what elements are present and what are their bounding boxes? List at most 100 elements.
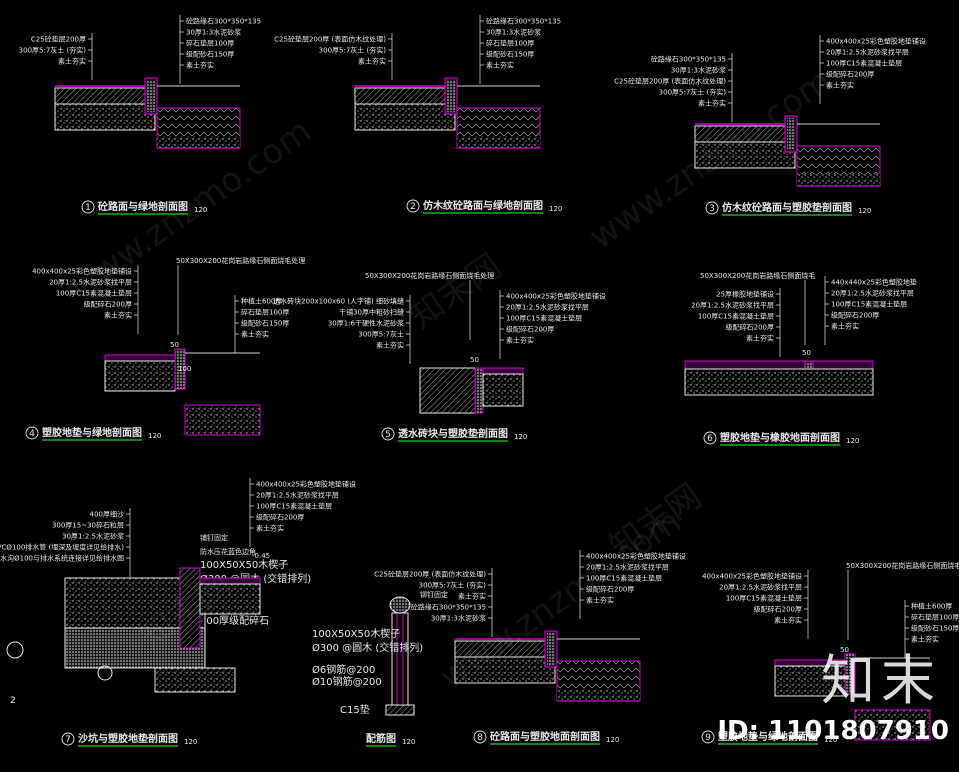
detail-number-circle [701, 730, 715, 744]
layer-label: 25厚橡胶地垫铺设 [716, 290, 774, 299]
layer-label: 素土夯实 [911, 635, 939, 644]
detail-scale: 120 [606, 736, 619, 744]
layer-label: 级配砂石150厚 [241, 319, 289, 328]
layer-label: 440x440x25彩色塑胶地垫 [831, 278, 917, 287]
layer-label: 300厚15~30碎石粒层 [52, 521, 124, 530]
layer-label: 400x400x25彩色塑胶地垫铺设 [256, 480, 356, 489]
top-label: 50X300X200花岗岩路缘石侧面烧毛处理 [365, 271, 494, 280]
post-label: 100X50X50木楔子 [312, 628, 400, 640]
layer-label: 级配碎石200厚 [726, 323, 774, 332]
layer-label: 100厚C15素混凝土垫层 [698, 312, 774, 321]
layer-label: 100厚C15素混凝土垫层 [726, 594, 802, 603]
gravel-layer [54, 103, 156, 131]
detail-caption: 塑胶地垫与绿地剖面图 [42, 426, 142, 439]
pipe-section [6, 641, 24, 659]
gravel-layer [684, 368, 874, 396]
layer-label: 30厚1:3水泥砂浆 [486, 28, 541, 37]
gravel-layer [104, 360, 176, 392]
layer-label: 20厚1:2.5水泥砂浆找平层 [256, 491, 339, 500]
layer-label: 30厚1:3水泥砂浆 [671, 66, 726, 75]
layer-label: 透水砖块200x100x60 (人字铺) 细砂填缝 [273, 297, 404, 306]
layer-label: 素土夯实 [746, 334, 774, 343]
layer-label: 排水沟Ø100与排水系统连接详见给排水图 [0, 554, 124, 563]
layer-label: 碎石垫层100厚 [186, 39, 234, 48]
sand-label: 铺钉固定 [200, 533, 228, 542]
detail-scale: 120 [846, 437, 859, 445]
detail-number: 4 [29, 429, 35, 439]
layer-label: 20厚1:2.5水泥砂浆找平层 [586, 563, 669, 572]
layer-label: 素土夯实 [241, 330, 269, 339]
base-gravel [154, 667, 236, 693]
layer-label: 级配碎石200厚 [831, 311, 879, 320]
post-label: Ø10钢筋@200 [312, 675, 382, 688]
base-block [385, 704, 415, 716]
dimension-text: 100 [178, 365, 191, 373]
layer-label: 级配砂石150厚 [486, 50, 534, 59]
detail-caption: 仿木纹砼路面与绿地剖面图 [423, 199, 543, 212]
layer-label: 20厚1:2.5水泥砂浆找平层 [826, 48, 909, 57]
detail-number: 2 [410, 202, 416, 212]
detail-p6: 50X300X200花岗岩路缘石侧面烧毛 25厚橡胶地垫铺设 20厚1:2.5水泥砂… [684, 271, 917, 446]
curb-fill [447, 80, 455, 112]
watermark-text: 知末网 [402, 246, 508, 337]
layer-label: 400厚细沙 [90, 510, 124, 519]
layer-label: C25砼垫层200厚 (表面仿木纹处理) [374, 570, 486, 579]
detail-number: 9 [705, 733, 711, 743]
detail-number: 6 [707, 434, 713, 444]
layer-label: C25砼垫层200厚 (表面仿木纹处理) [274, 35, 386, 44]
detail-number-circle [81, 200, 95, 214]
paver-layer [419, 367, 476, 414]
layer-label: 100厚C15素混凝土垫层 [826, 59, 902, 68]
detail-scale: 120 [402, 738, 415, 746]
layer-label: 400x400x25彩色塑胶地垫铺设 [586, 552, 686, 561]
detail-scale: 120 [184, 738, 197, 746]
concrete-layer [54, 87, 156, 105]
layer-label: 20厚1:2.5水泥砂浆找平层 [691, 301, 774, 310]
layer-label: 20厚1:2.5水泥砂浆找平层 [506, 303, 589, 312]
layer-label: 级配碎石200厚 [586, 585, 634, 594]
layer-label: 300厚5:7灰土 (夯实) [659, 88, 727, 97]
gravel-layer [454, 656, 556, 684]
layer-label: 素土夯实 [358, 57, 386, 66]
layer-label: 级配砂石150厚 [186, 50, 234, 59]
detail-scale: 120 [549, 205, 562, 213]
curb-stone [474, 367, 484, 414]
detail-number: 1 [85, 203, 91, 213]
detail-p2: C25砼垫层200厚 (表面仿木纹处理)300厚5:7灰土 (夯实)素土夯实砼路… [274, 15, 562, 214]
timber-post [391, 612, 409, 714]
gravel-base [797, 174, 880, 186]
layer-label: 素土夯实 [774, 616, 802, 625]
post-label: Ø6钢筋@200 [312, 663, 375, 676]
layer-label: C25砼垫层200厚 [31, 35, 86, 44]
post-label: Ø300 @圆木 (交错排列) [312, 641, 423, 654]
layer-label: 素土夯实 [586, 596, 614, 605]
layer-label: 碎石垫层100厚 [486, 39, 534, 48]
layer-label: PVCØ100排水管 (埋深及坡度详见给排水) [0, 543, 124, 552]
planting-soil [854, 709, 931, 741]
curb-fill [147, 80, 155, 112]
layer-label: 素土夯实 [104, 311, 132, 320]
sand-label: 200厚级配碎石 [200, 614, 269, 627]
sand-label: 100X50X50木楔子 [200, 559, 288, 571]
layer-label: 素土夯实 [458, 592, 486, 601]
curb-fill [787, 118, 795, 150]
layer-label: 素土夯实 [186, 61, 214, 70]
dimension-text: 50 [840, 646, 849, 654]
layer-label: 400x400x25彩色塑胶地垫铺设 [702, 572, 802, 581]
detail-caption: 沙坑与塑胶地垫剖面图 [78, 732, 178, 745]
detail-number-circle [473, 730, 487, 744]
pad-layer [812, 360, 874, 370]
layer-label: 素土夯实 [506, 336, 534, 345]
layer-label: 种植土600厚 [911, 602, 952, 611]
detail-number: 7 [65, 735, 71, 745]
dimension-text: 50 [470, 356, 479, 364]
detail-number-circle [703, 431, 717, 445]
top-label: 50X300X200花岗岩路缘石侧面烧毛 [700, 271, 815, 280]
layer-label: 砼路缘石300*350*135 [411, 603, 486, 612]
layer-label: 30厚1:6干硬性水泥砂浆 [328, 319, 404, 328]
layer-label: 种植土600厚 [241, 297, 282, 306]
layer-label: 级配碎石200厚 [256, 513, 304, 522]
layer-label: 300厚5:7灰土 [358, 330, 404, 339]
